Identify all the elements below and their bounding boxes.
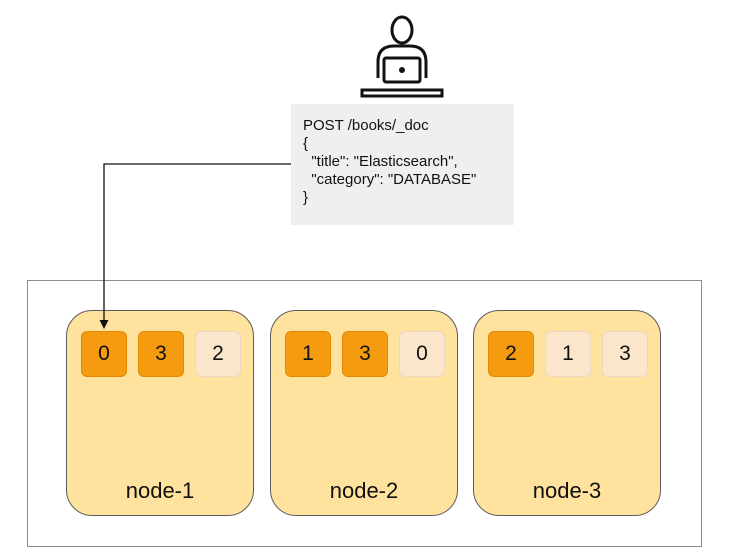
shard-label: 3 (155, 342, 167, 365)
request-line: { (303, 135, 309, 152)
shard: 2 (488, 331, 534, 377)
request-line: "category": "DATABASE" (303, 171, 477, 188)
node-label: node-2 (329, 478, 399, 503)
user-at-laptop-icon (360, 15, 444, 98)
shard-label: 0 (416, 342, 428, 365)
node-3-box: 2 1 3 node-3 (473, 310, 661, 516)
cluster-boundary (27, 280, 702, 547)
shard: 3 (342, 331, 388, 377)
shard: 0 (399, 331, 445, 377)
request-line: } (303, 189, 309, 206)
request-line: "title": "Elasticsearch", (303, 153, 458, 170)
shard: 0 (81, 331, 127, 377)
shard-label: 0 (98, 342, 110, 365)
node-label: node-3 (532, 478, 602, 503)
request-line: POST /books/_doc (303, 117, 429, 134)
node-2-box: 1 3 0 node-2 (270, 310, 458, 516)
node-1-box: 0 3 2 node-1 (66, 310, 254, 516)
shard: 3 (138, 331, 184, 377)
shard: 3 (602, 331, 648, 377)
shard-label: 3 (359, 342, 371, 365)
shard: 2 (195, 331, 241, 377)
shard-label: 2 (505, 342, 517, 365)
shard: 1 (545, 331, 591, 377)
request-body: POST /books/_doc { "title": "Elasticsear… (291, 104, 514, 225)
shard-label: 1 (302, 342, 314, 365)
shard: 1 (285, 331, 331, 377)
shard-label: 3 (619, 342, 631, 365)
node-label: node-1 (125, 478, 195, 503)
shard-label: 2 (212, 342, 224, 365)
shard-label: 1 (562, 342, 574, 365)
